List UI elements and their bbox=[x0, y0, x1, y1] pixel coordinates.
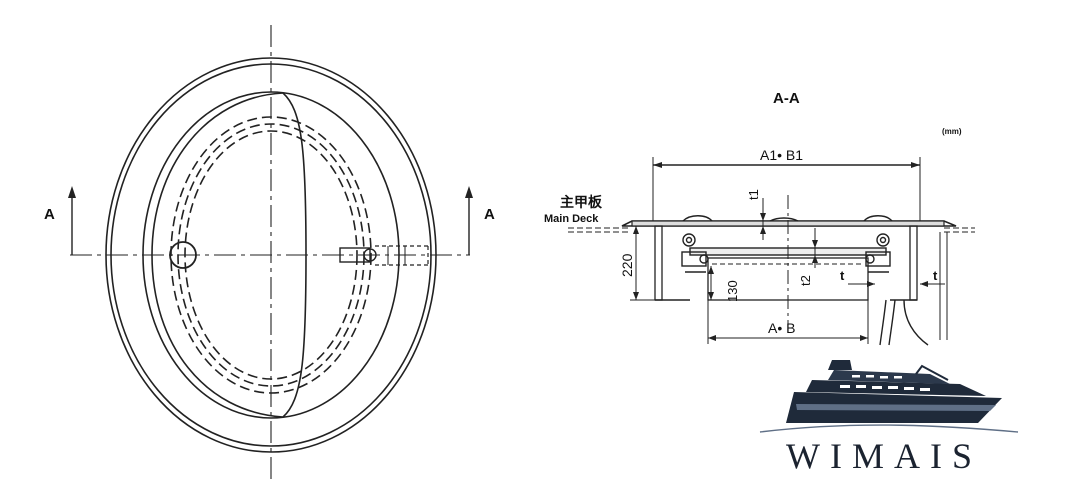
logo-hull-stripe bbox=[796, 404, 996, 411]
dim-overall-label: A1• B1 bbox=[760, 147, 803, 163]
roller-right bbox=[863, 215, 893, 222]
coaming-left-wall bbox=[654, 225, 663, 301]
plan-view bbox=[70, 25, 470, 480]
clamp-right-top-inner bbox=[879, 236, 887, 244]
logo-mast bbox=[915, 364, 949, 381]
clamp-left-top-inner bbox=[685, 236, 693, 244]
drain-pipe-3 bbox=[903, 299, 929, 346]
logo-deck-2 bbox=[828, 370, 950, 384]
brand-wordmark: WIMAIS bbox=[786, 436, 982, 476]
clamp-right-bolt bbox=[865, 254, 875, 264]
clamp-left-top bbox=[682, 233, 696, 247]
dim-inner-label: A• B bbox=[768, 320, 795, 336]
clamp-right-top bbox=[876, 233, 890, 247]
dim-t-a-label: t bbox=[840, 268, 845, 283]
ship-logo-icon bbox=[759, 360, 1019, 433]
section-title: A-A bbox=[773, 90, 800, 107]
hatch-cover-outline bbox=[151, 92, 307, 418]
section-arrow-right-head bbox=[465, 186, 473, 198]
drain-pipe-1 bbox=[879, 299, 887, 346]
clamp-left-body bbox=[681, 251, 707, 267]
roller-left bbox=[682, 215, 713, 222]
clamp-left-bolt bbox=[699, 254, 709, 264]
dim-t1-label: t1 bbox=[746, 189, 761, 200]
deck-label-en: Main Deck bbox=[544, 213, 599, 225]
section-mark-left: A bbox=[44, 206, 55, 223]
dim-220-label: 220 bbox=[619, 253, 635, 277]
logo-windows bbox=[840, 375, 930, 391]
unit-label: (mm) bbox=[942, 127, 962, 136]
logo-waterline bbox=[759, 424, 1019, 433]
section-view bbox=[568, 157, 975, 346]
dim-t-b-label: t bbox=[933, 268, 938, 283]
section-arrow-left-head bbox=[68, 186, 76, 198]
coaming-right-wall bbox=[909, 225, 918, 301]
section-mark-right: A bbox=[484, 206, 495, 223]
logo-funnel bbox=[828, 360, 852, 370]
roller-mid bbox=[769, 217, 799, 222]
dim-t2-label: t2 bbox=[798, 275, 813, 286]
dimension-arrowheads bbox=[633, 162, 928, 341]
drain-pipe-2 bbox=[888, 299, 896, 346]
dim-130-label: 130 bbox=[725, 280, 740, 302]
deck-label-cn: 主甲板 bbox=[560, 194, 603, 210]
